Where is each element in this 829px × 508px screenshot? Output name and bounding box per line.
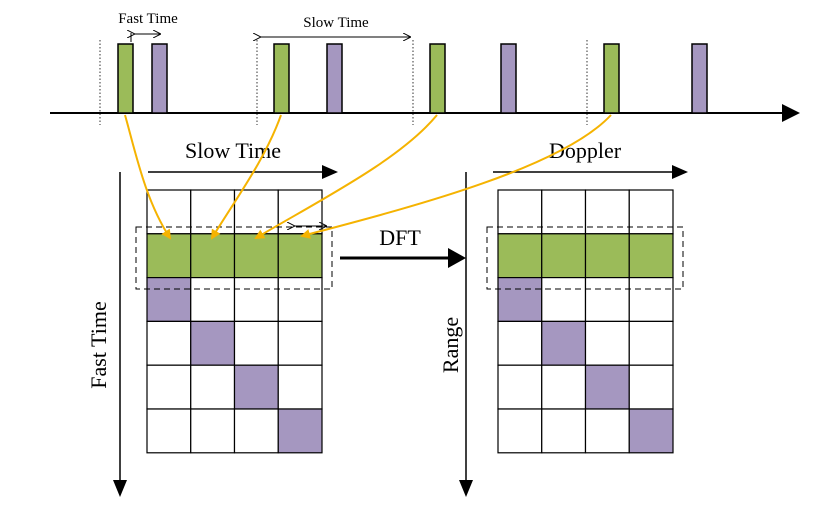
left-grid-cell-r1-c2 [233,233,279,279]
right-grid-cell-r5-c3 [628,408,674,454]
left-grid-cell-r1-c3 [277,233,323,279]
pulse-guides [99,40,588,125]
slow-fast-time-matrix [146,189,323,454]
left-grid-cell-r4-c3 [277,364,323,410]
fast-time-top-label: Fast Time [118,11,178,27]
left-grid-cell-r2-c2 [233,277,279,323]
right-grid-cell-r4-c2 [584,364,630,410]
right-grid-cell-r1-c2 [584,233,630,279]
left-grid-cell-r3-c3 [277,320,323,366]
green-pulse-7 [603,43,620,114]
slow-time-axis-label: Slow Time [185,138,281,163]
purple-pulse-4 [326,43,343,114]
right-grid-cell-r3-c0 [497,320,543,366]
right-grid-cell-r5-c1 [541,408,587,454]
right-grid-cell-r2-c1 [541,277,587,323]
left-grid-cell-r2-c0 [146,277,192,323]
left-grid-cell-r3-c2 [233,320,279,366]
right-grid-cell-r5-c2 [584,408,630,454]
right-grid-cell-r4-c3 [628,364,674,410]
fast-time-dimension: Fast Time [118,11,178,42]
left-grid-cell-r3-c0 [146,320,192,366]
purple-pulse-6 [500,43,517,114]
right-grid-cell-r1-c0 [497,233,543,279]
left-grid-cell-r2-c1 [190,277,236,323]
right-grid-cell-r4-c0 [497,364,543,410]
range-axis: Range [438,172,473,497]
dft-label: DFT [379,225,421,250]
pulse-mapping-arrows [124,114,612,240]
green-pulse-1 [117,43,134,114]
fast-time-axis-label: Fast Time [86,301,111,388]
time-axis [50,104,800,122]
selected-range-bin-box-left [135,226,333,290]
slow-time-top-label: Slow Time [303,15,369,31]
left-grid-cell-r2-c3 [277,277,323,323]
right-grid-cell-r2-c3 [628,277,674,323]
slow-time-dimension: Slow Time [260,15,410,37]
right-grid-cell-r2-c2 [584,277,630,323]
pulse-train [117,43,708,114]
right-grid-cell-r3-c3 [628,320,674,366]
left-grid-cell-r1-c0 [146,233,192,279]
purple-pulse-8 [691,43,708,114]
mapping-arrow-1 [124,114,172,240]
right-grid-cell-r4-c1 [541,364,587,410]
right-grid-cell-r5-c0 [497,408,543,454]
fast-time-axis: Fast Time [86,172,127,497]
left-grid-cell-r5-c1 [190,408,236,454]
green-pulse-5 [429,43,446,114]
left-grid-cell-r5-c0 [146,408,192,454]
selected-range-bin-box-right [486,226,684,290]
left-grid-cell-r4-c1 [190,364,236,410]
mapping-arrow-4 [300,114,612,239]
right-grid-cell-r1-c1 [541,233,587,279]
range-axis-label: Range [438,317,463,373]
left-grid-cell-r4-c0 [146,364,192,410]
doppler-axis: Doppler [493,138,688,179]
left-grid-cell-r5-c3 [277,408,323,454]
mapping-arrow-2 [210,114,282,240]
slow-time-axis: Slow Time [148,138,338,179]
right-grid-cell-r3-c1 [541,320,587,366]
left-grid-cell-r1-c1 [190,233,236,279]
left-grid-cell-r3-c1 [190,320,236,366]
right-grid-cell-r3-c2 [584,320,630,366]
mapping-arrow-3 [254,114,438,240]
right-grid-cell-r1-c3 [628,233,674,279]
range-doppler-matrix [497,189,674,454]
green-pulse-3 [273,43,290,114]
right-grid-cell-r2-c0 [497,277,543,323]
left-grid-cell-r5-c2 [233,408,279,454]
dft-arrow: DFT [340,225,466,268]
purple-pulse-2 [151,43,168,114]
left-grid-cell-r4-c2 [233,364,279,410]
